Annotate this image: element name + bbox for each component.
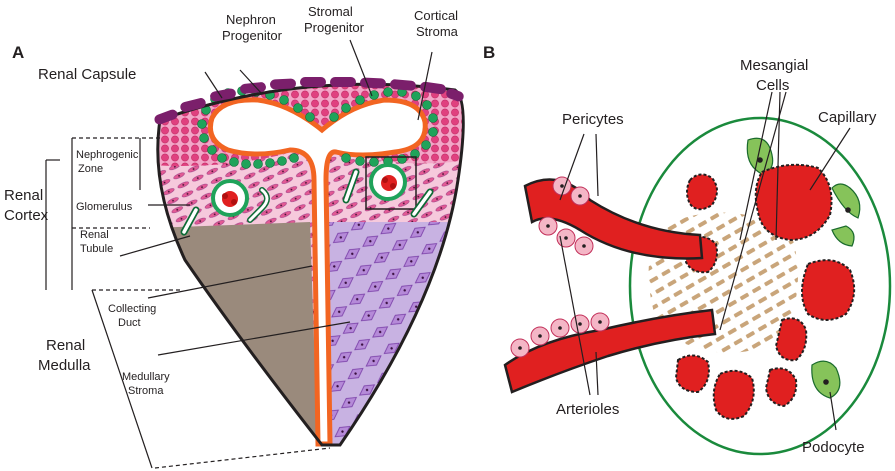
medullary-stroma-label-2: Stroma <box>128 385 164 397</box>
renal-tubule-label-2: Tubule <box>80 243 113 255</box>
cortical-stroma-label-2: Stroma <box>416 24 459 39</box>
renal-medulla-label-2: Medulla <box>38 357 91 374</box>
renal-cortex-label-2: Cortex <box>4 207 49 224</box>
renal-medulla-label-1: Renal <box>46 337 85 354</box>
nephrogenic-zone-label-1: Nephrogenic <box>76 149 139 161</box>
medullary-stroma-label-1: Medullary <box>122 371 170 383</box>
arterioles-label: Arterioles <box>556 401 619 418</box>
collecting-duct-label-1: Collecting <box>108 303 156 315</box>
pericytes-label: Pericytes <box>562 111 624 128</box>
renal-capsule-label: Renal Capsule <box>38 66 136 83</box>
glomerulus-label: Glomerulus <box>76 201 133 213</box>
renal-cortex-label-1: Renal <box>4 187 43 204</box>
mesangial-cells-label-1: Mesangial <box>740 57 808 74</box>
capillary-label: Capillary <box>818 109 877 126</box>
stromal-progenitor-label-2: Progenitor <box>304 20 365 35</box>
podocyte-label: Podocyte <box>802 439 865 456</box>
mesangial-cells-label-2: Cells <box>756 77 789 94</box>
cortical-stroma-label-1: Cortical <box>414 8 458 23</box>
renal-tubule-label-1: Renal <box>80 229 109 241</box>
nephron-progenitor-label-2: Progenitor <box>222 28 283 43</box>
nephrogenic-zone-label-2: Zone <box>78 163 103 175</box>
collecting-duct-label-2: Duct <box>118 317 141 329</box>
stromal-progenitor-label-1: Stromal <box>308 4 353 19</box>
panel-a-letter: A <box>12 43 24 62</box>
panel-b-letter: B <box>483 43 495 62</box>
kidney-section <box>140 70 480 460</box>
nephron-progenitor-label-1: Nephron <box>226 12 276 27</box>
